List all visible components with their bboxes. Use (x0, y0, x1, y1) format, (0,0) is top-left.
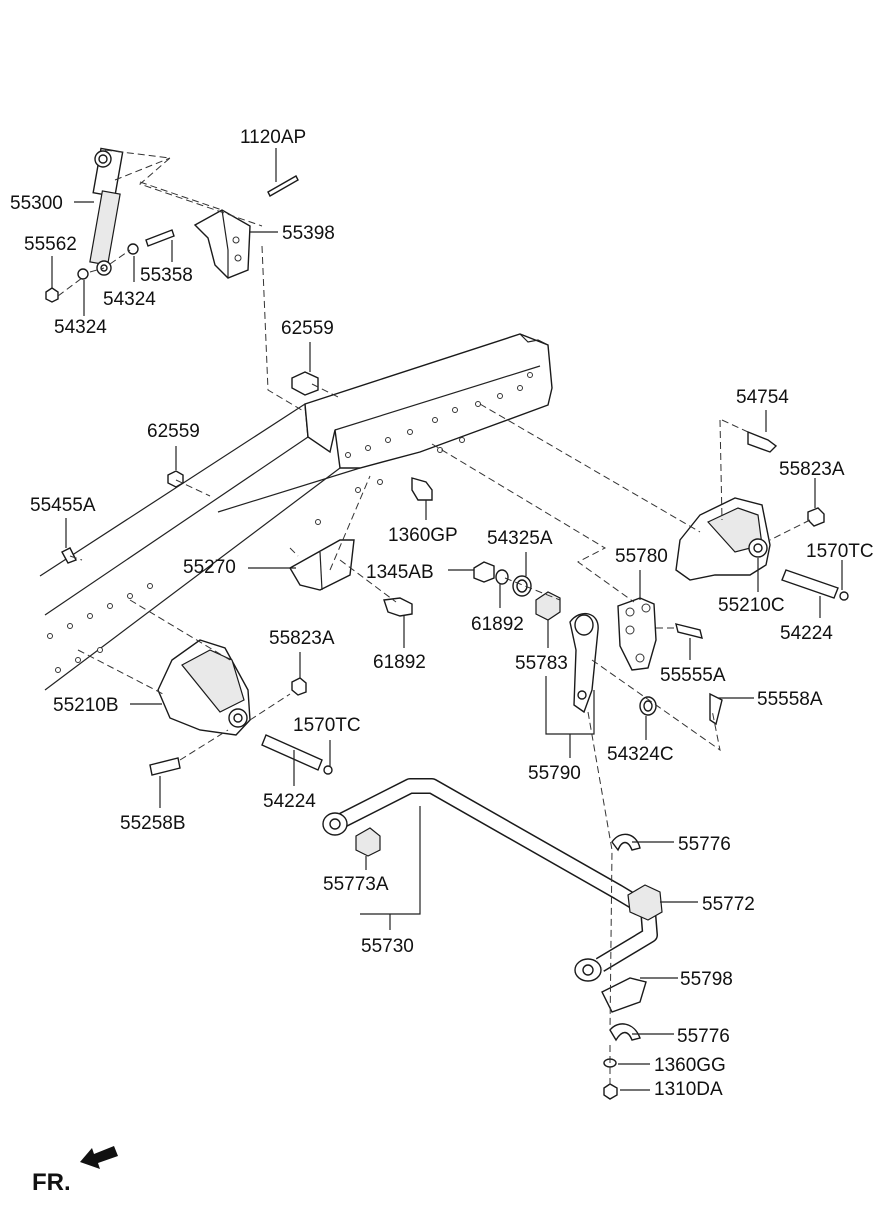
label-1120AP: 1120AP (240, 127, 306, 148)
frame-rail (39, 333, 553, 691)
stabilizer-bar (322, 778, 663, 1100)
front-direction-marker: FR. (32, 1146, 118, 1196)
label-54324-lower: 54324 (54, 317, 107, 338)
stabilizer-link-parts (473, 561, 723, 726)
part-labels: 1120AP 55300 55398 55562 55358 54324 543… (10, 127, 874, 1100)
assembly-guides (57, 149, 811, 1088)
shock-bracket (193, 209, 251, 279)
label-62559-rail: 62559 (281, 318, 334, 339)
label-55780: 55780 (615, 546, 668, 567)
label-55773A: 55773A (323, 874, 389, 895)
label-54324-upper: 54324 (103, 289, 156, 310)
label-55358: 55358 (140, 265, 193, 286)
shock-absorber (89, 147, 124, 276)
label-1360GP: 1360GP (388, 525, 458, 546)
label-55783: 55783 (515, 653, 568, 674)
label-54325A: 54325A (487, 528, 553, 549)
label-55798: 55798 (680, 969, 733, 990)
label-55555A: 55555A (660, 665, 726, 686)
label-55210C: 55210C (718, 595, 785, 616)
label-55776-upper: 55776 (678, 834, 731, 855)
front-label: FR. (32, 1169, 71, 1196)
label-55776-lower: 55776 (677, 1026, 730, 1047)
spring-bracket (289, 477, 433, 617)
label-1360GG: 1360GG (654, 1055, 726, 1076)
label-55772: 55772 (702, 894, 755, 915)
leader-lines (51, 148, 843, 1091)
shock-fasteners (45, 175, 319, 564)
label-54324C: 54324C (607, 744, 674, 765)
spring-hanger-left (149, 639, 333, 776)
label-55730: 55730 (361, 936, 414, 957)
label-55823A-right: 55823A (779, 459, 845, 480)
label-1345AB: 1345AB (366, 562, 434, 583)
label-55300: 55300 (10, 193, 63, 214)
label-54224-right: 54224 (780, 623, 833, 644)
label-54224-left: 54224 (263, 791, 316, 812)
front-arrow-icon (80, 1146, 118, 1169)
label-55455A: 55455A (30, 495, 96, 516)
label-1310DA: 1310DA (654, 1079, 723, 1100)
label-55562: 55562 (24, 234, 77, 255)
label-55790: 55790 (528, 763, 581, 784)
label-54754: 54754 (736, 387, 789, 408)
label-1570TC-left: 1570TC (293, 715, 361, 736)
label-55258B: 55258B (120, 813, 186, 834)
label-55558A: 55558A (757, 689, 823, 710)
spring-hanger-right (675, 430, 849, 601)
label-55398: 55398 (282, 223, 335, 244)
label-55210B: 55210B (53, 695, 119, 716)
label-61892-upper: 61892 (471, 614, 524, 635)
label-62559-left: 62559 (147, 421, 200, 442)
label-55270: 55270 (183, 557, 236, 578)
label-61892-lower: 61892 (373, 652, 426, 673)
label-55823A-left: 55823A (269, 628, 335, 649)
label-1570TC-right: 1570TC (806, 541, 874, 562)
